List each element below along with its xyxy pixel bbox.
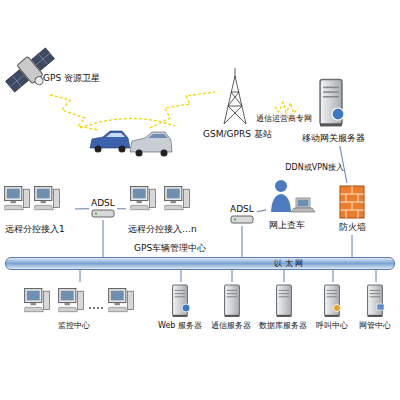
- wireless-link: [275, 102, 298, 113]
- edge-label: DDN或VPN接入: [285, 163, 344, 173]
- network-cable: [352, 235, 353, 257]
- satellite-node: GPS 资源卫星: [5, 45, 105, 95]
- web-user-node: 网上查车: [266, 176, 318, 234]
- remote-client-node: 远程分控接入…n: [126, 182, 206, 237]
- network-cable: [181, 270, 182, 282]
- network-cable: [242, 226, 243, 257]
- network-cable: [103, 220, 104, 257]
- node-label: 移动网关服务器: [302, 133, 365, 143]
- node-label: 以 太 网: [274, 259, 303, 269]
- wireless-links: [50, 92, 215, 130]
- adsl-modem: ADSL: [89, 197, 117, 220]
- center-heading: GPS车辆管理中心: [134, 243, 206, 253]
- node-label: ADSL: [91, 198, 115, 208]
- server-node: 呼叫中心: [313, 282, 353, 332]
- car-icon: [90, 131, 172, 157]
- monitor-node: 监控中心: [20, 282, 140, 332]
- node-label: Web 服务器: [158, 321, 202, 331]
- node-label: 防火墙: [339, 222, 366, 232]
- network-cable: [257, 210, 266, 212]
- node-label: GSM/GPRS 基站: [203, 129, 272, 139]
- monitor-pc-icon: [23, 289, 133, 312]
- remote-client-node: 远程分控接入1: [3, 182, 75, 237]
- node-label: 网上查车: [269, 220, 305, 230]
- server-icon: [173, 285, 384, 317]
- node-label: 监控中心: [58, 321, 90, 331]
- node-label: 呼叫中心: [316, 321, 348, 331]
- node-label: 网管中心: [359, 321, 391, 331]
- server-node: 通信服务器: [209, 282, 255, 332]
- node-label: ADSL: [230, 204, 254, 214]
- network-cable: [75, 208, 89, 209]
- firewall-icon: [340, 186, 364, 218]
- adsl-modem: ADSL: [227, 203, 257, 226]
- node-label: 数据库服务器: [259, 321, 307, 331]
- network-cable: [333, 270, 334, 282]
- node-label: 远程分控接入1: [5, 224, 65, 234]
- gateway-server-node: 移动网关服务器: [298, 76, 368, 146]
- satellite-icon: [2, 44, 61, 100]
- node-label: 通信服务器: [211, 321, 251, 331]
- base-station-node: GSM/GPRS 基站: [200, 66, 275, 142]
- network-cable: [376, 270, 377, 282]
- server-node: 数据库服务器: [258, 282, 310, 332]
- server-node: 网管中心: [356, 282, 396, 332]
- web-user-icon: [271, 180, 315, 212]
- pc-icon: [3, 187, 189, 210]
- network-cable: [80, 270, 81, 282]
- network-cable: [232, 270, 233, 282]
- modem-icon: [92, 210, 253, 223]
- node-label: GPS 资源卫星: [43, 73, 100, 83]
- gateway-server-icon: [320, 80, 344, 127]
- ethernet-band: GPS车辆管理中心以 太 网: [5, 257, 395, 270]
- node-label: 远程分控接入…n: [128, 224, 197, 234]
- firewall-node: 防火墙: [334, 183, 370, 235]
- network-cable: [284, 270, 285, 282]
- network-label: 通信运营商专网: [256, 114, 312, 124]
- network-cable: [117, 208, 126, 209]
- tower-icon: [224, 68, 246, 124]
- server-node: Web 服务器: [156, 282, 206, 332]
